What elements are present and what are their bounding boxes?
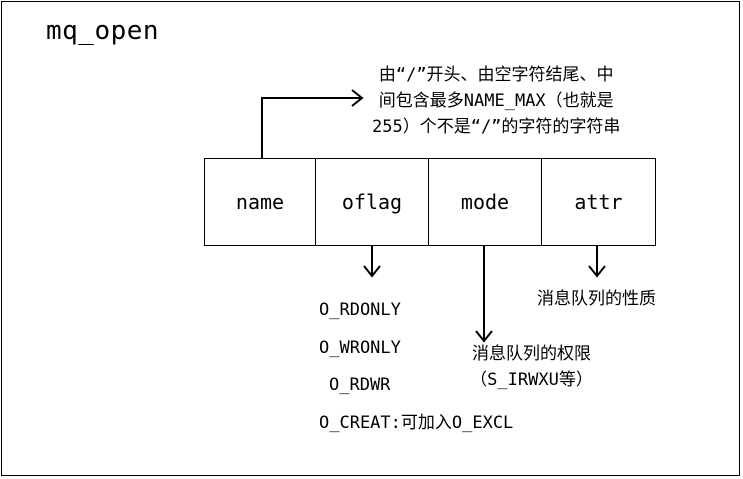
name-arrow [261, 97, 362, 158]
name-description-line3: 255）个不是“/”的字符的字符串 [372, 117, 621, 137]
name-description-line1: 由“/”开头、由空字符结尾、中 [378, 65, 614, 85]
mode-description-line1: 消息队列的权限 [472, 344, 591, 364]
oflag-value: O_RDWR [329, 375, 391, 395]
oflag-arrowhead [363, 265, 381, 278]
mode-description-line2: （S_IRWXU等） [470, 370, 593, 390]
attr-description: 消息队列的性质 [537, 289, 656, 309]
oflag-value: O_CREAT:可加入O_EXCL [319, 412, 514, 433]
oflag-value: O_RDONLY [319, 300, 401, 320]
name-description: 由“/”开头、由空字符结尾、中 间包含最多NAME_MAX（也就是 255）个不… [372, 62, 620, 140]
mode-description: 消息队列的权限 （S_IRWXU等） [454, 341, 609, 393]
name-arrowhead [351, 89, 364, 107]
param-mode: mode [428, 159, 541, 245]
param-name: name [235, 190, 285, 214]
param-attr: attr [541, 159, 655, 245]
attr-arrowhead [588, 265, 606, 278]
oflag-value: O_WRONLY [319, 337, 401, 358]
parameter-table: name oflag mode attr [204, 158, 656, 246]
param-oflag: oflag [315, 159, 428, 245]
diagram-title: mq_open [46, 16, 160, 46]
mode-arrowhead [475, 330, 493, 343]
name-description-line2: 间包含最多NAME_MAX（也就是 [378, 91, 614, 111]
oflag-values-list: O_RDONLY O_WRONLY O_RDWR O_CREAT:可加入O_EX… [300, 296, 513, 446]
